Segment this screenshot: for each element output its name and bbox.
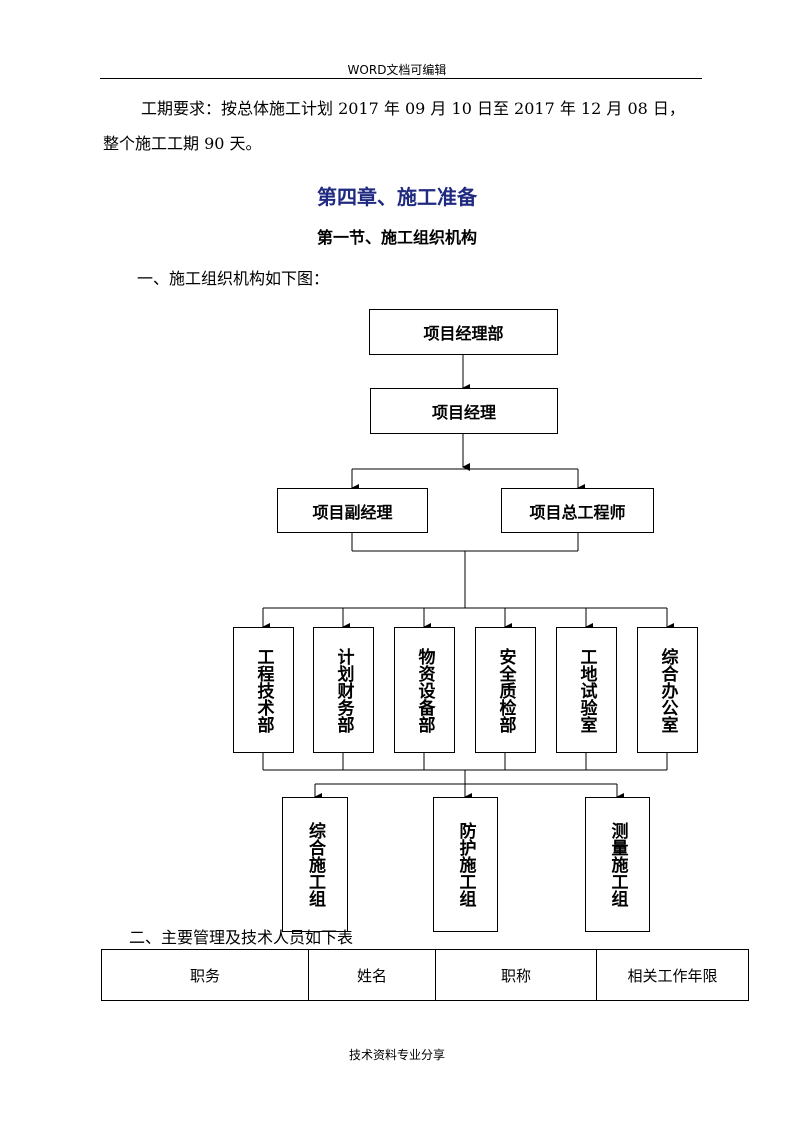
org-dept-label: 安全质检部 <box>495 647 516 733</box>
org-dept-engineering: 工程技术部 <box>233 627 294 753</box>
page-header: WORD文档可编辑 <box>347 63 447 77</box>
schedule-line-1: 工期要求：按总体施工计划 2017 年 09 月 10 日至 2017 年 12… <box>141 99 685 118</box>
org-intro: 一、施工组织机构如下图： <box>137 269 330 288</box>
org-node-label: 项目副经理 <box>312 502 393 522</box>
schedule-line-2: 整个施工工期 90 天。 <box>103 134 262 153</box>
org-node-label: 项目总工程师 <box>529 502 626 522</box>
org-group-label: 综合施工组 <box>305 822 325 907</box>
org-node-label: 项目经理部 <box>423 324 504 343</box>
header-divider <box>100 78 702 79</box>
org-group-general: 综合施工组 <box>282 797 348 932</box>
table-header-cell: 职务 <box>101 949 309 1001</box>
org-group-survey: 测量施工组 <box>585 797 650 932</box>
table-header-cell: 姓名 <box>308 949 436 1001</box>
org-node-label: 项目经理 <box>431 403 496 422</box>
table-header-cell: 相关工作年限 <box>596 949 749 1001</box>
org-group-protection: 防护施工组 <box>433 797 498 932</box>
org-group-label: 防护施工组 <box>455 822 476 907</box>
org-node-project-department: 项目经理部 <box>369 309 558 355</box>
chapter-title: 第四章、施工准备 <box>317 185 477 209</box>
staff-table: 职务 姓名 职称 相关工作年限 <box>101 949 749 1001</box>
org-dept-label: 工程技术部 <box>253 647 274 733</box>
page-footer: 技术资料专业分享 <box>348 1048 445 1062</box>
org-dept-label: 工地试验室 <box>576 647 597 733</box>
org-dept-label: 计划财务部 <box>333 647 354 733</box>
org-node-deputy-manager: 项目副经理 <box>277 488 428 533</box>
staff-intro: 二、主要管理及技术人员如下表 <box>129 928 354 947</box>
org-node-project-manager: 项目经理 <box>370 388 558 434</box>
org-dept-general-office: 综合办公室 <box>637 627 698 753</box>
org-dept-safety-quality: 安全质检部 <box>475 627 536 753</box>
org-dept-label: 物资设备部 <box>414 647 435 733</box>
org-group-label: 测量施工组 <box>607 822 628 907</box>
org-dept-materials: 物资设备部 <box>394 627 455 753</box>
org-node-chief-engineer: 项目总工程师 <box>501 488 654 533</box>
org-dept-finance: 计划财务部 <box>313 627 374 753</box>
table-header-row: 职务 姓名 职称 相关工作年限 <box>101 949 749 1001</box>
section-title: 第一节、施工组织机构 <box>316 228 477 247</box>
table-header-cell: 职称 <box>435 949 597 1001</box>
org-dept-laboratory: 工地试验室 <box>556 627 617 753</box>
org-dept-label: 综合办公室 <box>657 647 678 733</box>
